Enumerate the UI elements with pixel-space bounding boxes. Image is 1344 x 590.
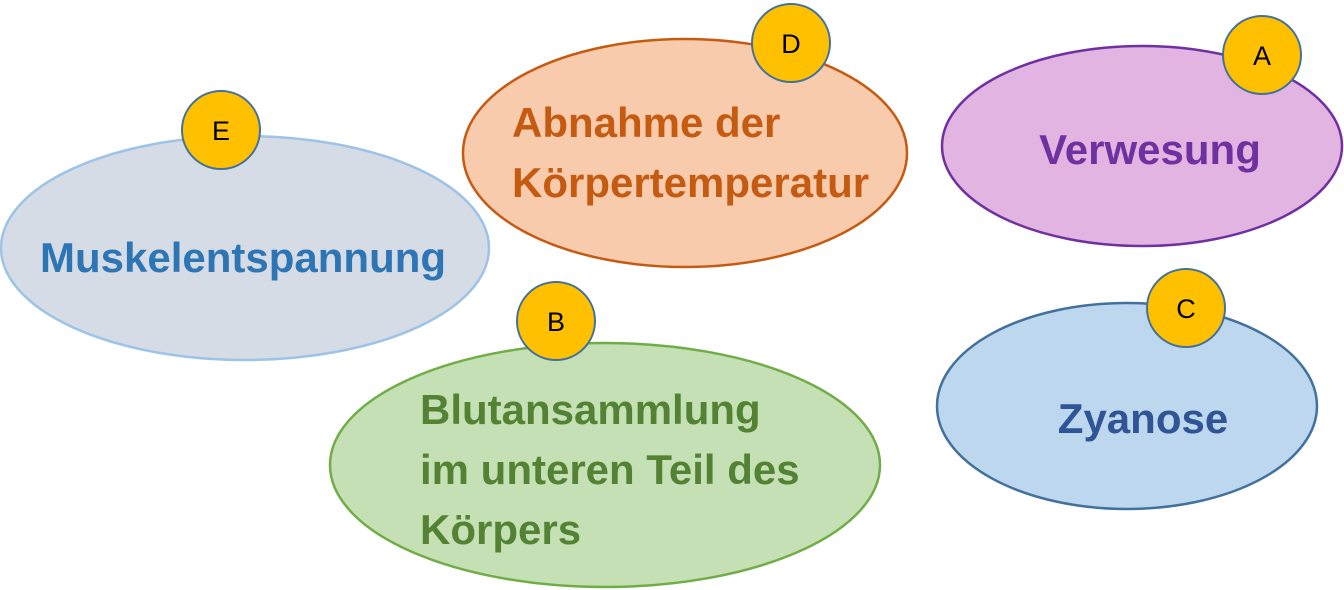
badge-letter-d: D [781, 29, 801, 59]
label-b-line3: Körpers [420, 506, 581, 553]
label-d-line2: Körpertemperatur [512, 159, 869, 206]
label-b-line2: im unteren Teil des [420, 446, 800, 493]
badge-letter-b: B [547, 307, 565, 337]
badge-d [751, 3, 831, 83]
badge-e [181, 90, 261, 170]
item-c: Zyanose C [935, 268, 1319, 511]
badge-a [1222, 15, 1302, 95]
label-c: Zyanose [1058, 395, 1228, 442]
ellipse-a [940, 44, 1344, 248]
badge-c [1146, 268, 1226, 348]
badge-letter-c: C [1176, 294, 1196, 324]
item-a: Verwesung A [940, 15, 1344, 248]
item-d: Abnahme der Körpertemperatur D [461, 3, 909, 269]
ellipse-d [461, 37, 909, 269]
badge-b [516, 281, 596, 361]
ellipse-b [328, 341, 882, 589]
label-d-line1: Abnahme der [512, 99, 780, 146]
badge-letter-e: E [212, 116, 230, 146]
label-a: Verwesung [1039, 126, 1261, 173]
item-e: Muskelentspannung E [0, 90, 491, 362]
label-b-line1: Blutansammlung [420, 386, 761, 433]
ellipse-c [935, 301, 1319, 511]
label-e: Muskelentspannung [40, 234, 446, 281]
badge-letter-a: A [1253, 41, 1271, 71]
item-b: Blutansammlung im unteren Teil des Körpe… [328, 281, 882, 589]
